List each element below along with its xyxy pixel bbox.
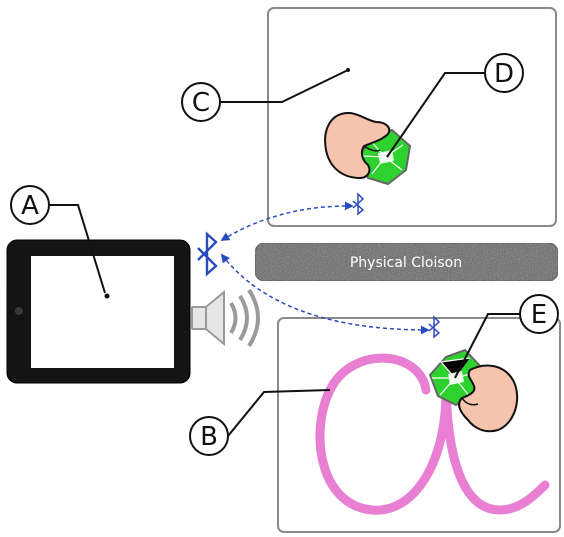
label-d: D <box>386 53 524 158</box>
handwritten-letter-a <box>315 353 550 515</box>
label-d-text: D <box>494 59 514 89</box>
top-sheet <box>267 7 557 227</box>
speaker-icon <box>191 288 260 348</box>
tablet-home-button <box>15 307 23 315</box>
bluetooth-link-bottom <box>220 253 430 335</box>
partition-label: Physical Cloison <box>350 255 462 271</box>
tablet-pointer-dot <box>104 293 110 299</box>
label-b: B <box>189 389 331 456</box>
bluetooth-link-top <box>220 201 354 241</box>
bluetooth-icon <box>197 231 218 277</box>
physical-partition: Physical Cloison <box>254 242 559 282</box>
label-e-text: E <box>531 300 547 330</box>
label-a: A <box>10 185 106 294</box>
hand-icon-e <box>458 364 519 433</box>
bluetooth-icon-top-sheet <box>352 192 365 216</box>
label-a-text: A <box>21 191 39 221</box>
top-sheet-group <box>267 7 557 227</box>
tablet-icon <box>6 239 191 384</box>
label-c-text: C <box>192 88 210 118</box>
label-b-text: B <box>200 422 218 452</box>
hand-icon <box>324 111 391 180</box>
label-e: E <box>454 294 559 379</box>
label-c: C <box>181 68 350 122</box>
bluetooth-icon-bottom-sheet <box>428 315 441 339</box>
